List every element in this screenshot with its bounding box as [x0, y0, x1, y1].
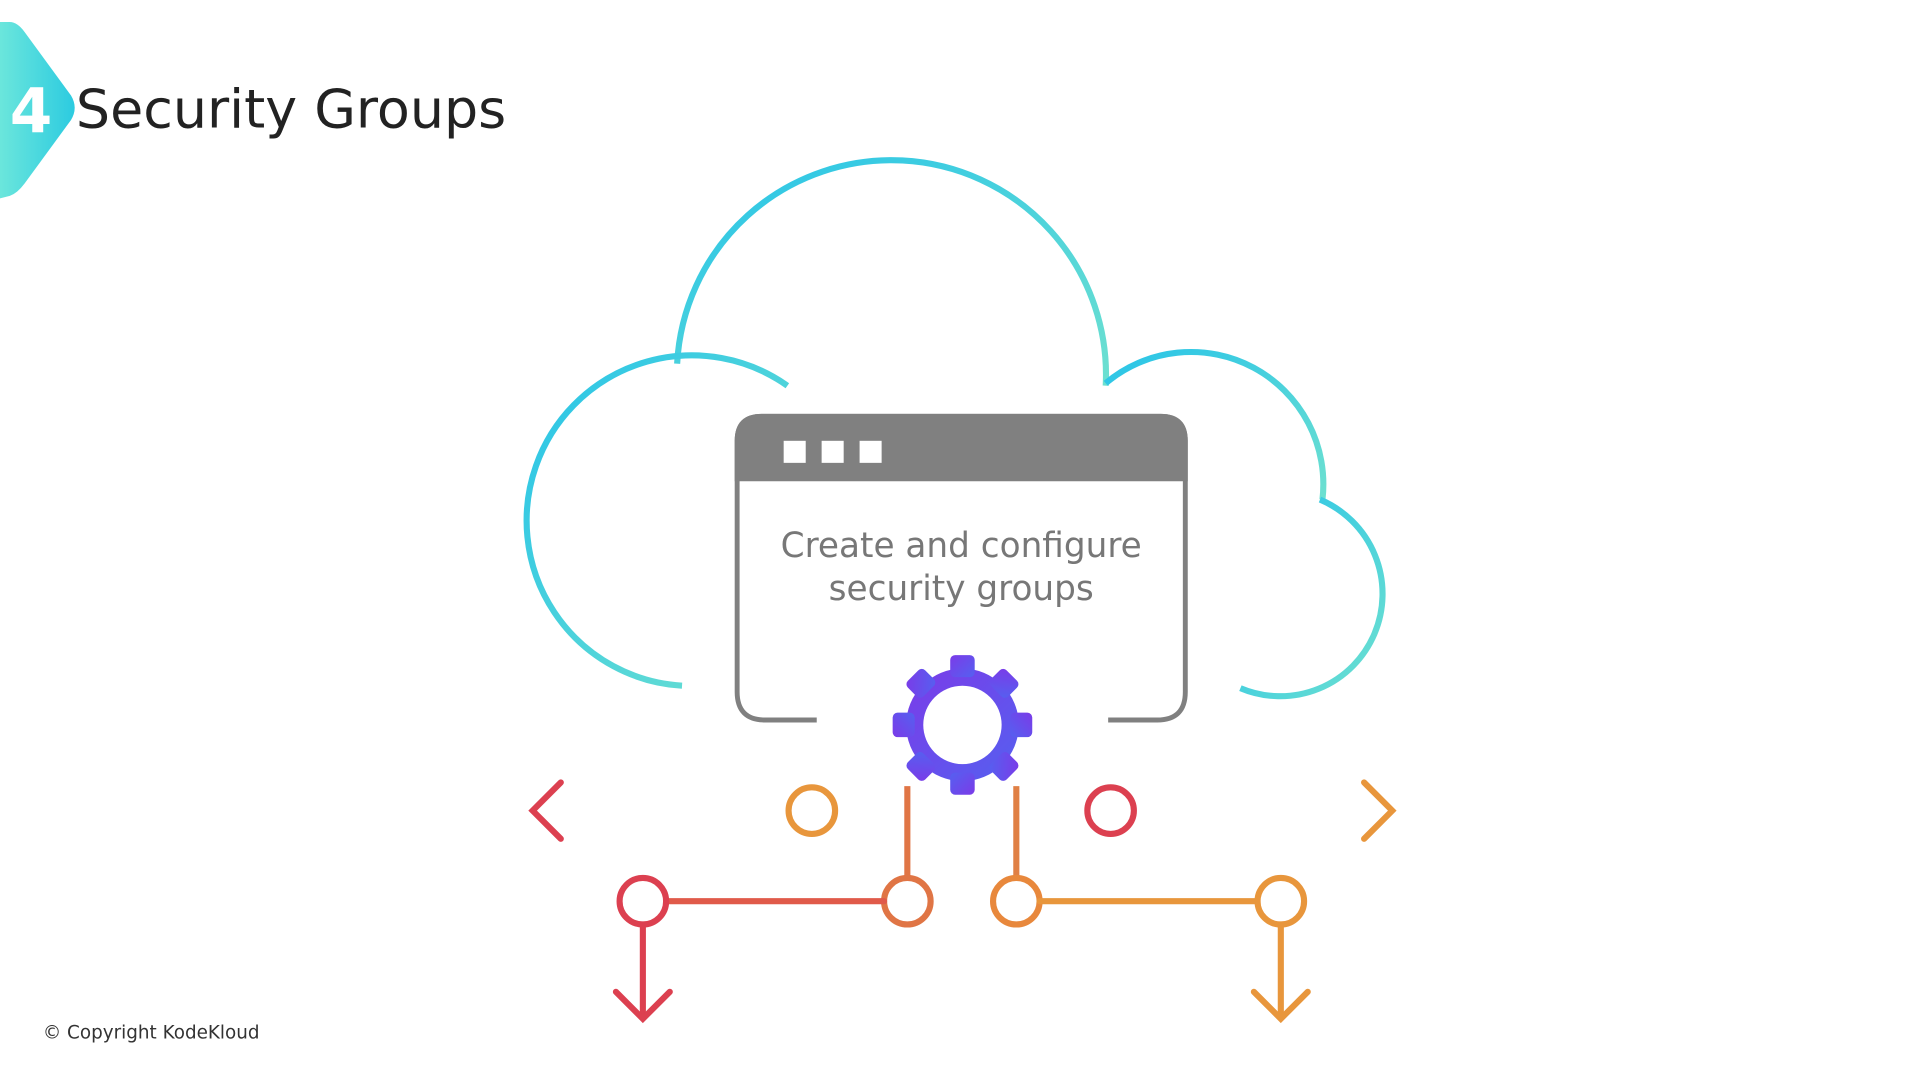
- arrow-down-right: [990, 786, 1311, 1024]
- window-text-line2: security groups: [829, 569, 1094, 609]
- window-text-line1: Create and configure: [781, 526, 1142, 566]
- section-number: 4: [10, 76, 53, 147]
- page-title: Security Groups: [76, 77, 506, 140]
- network-diagram: [528, 779, 1397, 1024]
- copyright-text: © Copyright KodeKloud: [43, 1022, 260, 1043]
- section-badge: 4: [0, 22, 75, 199]
- arrow-right: [1084, 779, 1397, 842]
- gear-icon: [892, 655, 1033, 795]
- arrow-left: [528, 779, 839, 842]
- arrow-down-left: [612, 786, 934, 1024]
- cloud-icon: [523, 157, 1386, 700]
- browser-window-icon: Create and configure security groups: [734, 413, 1188, 723]
